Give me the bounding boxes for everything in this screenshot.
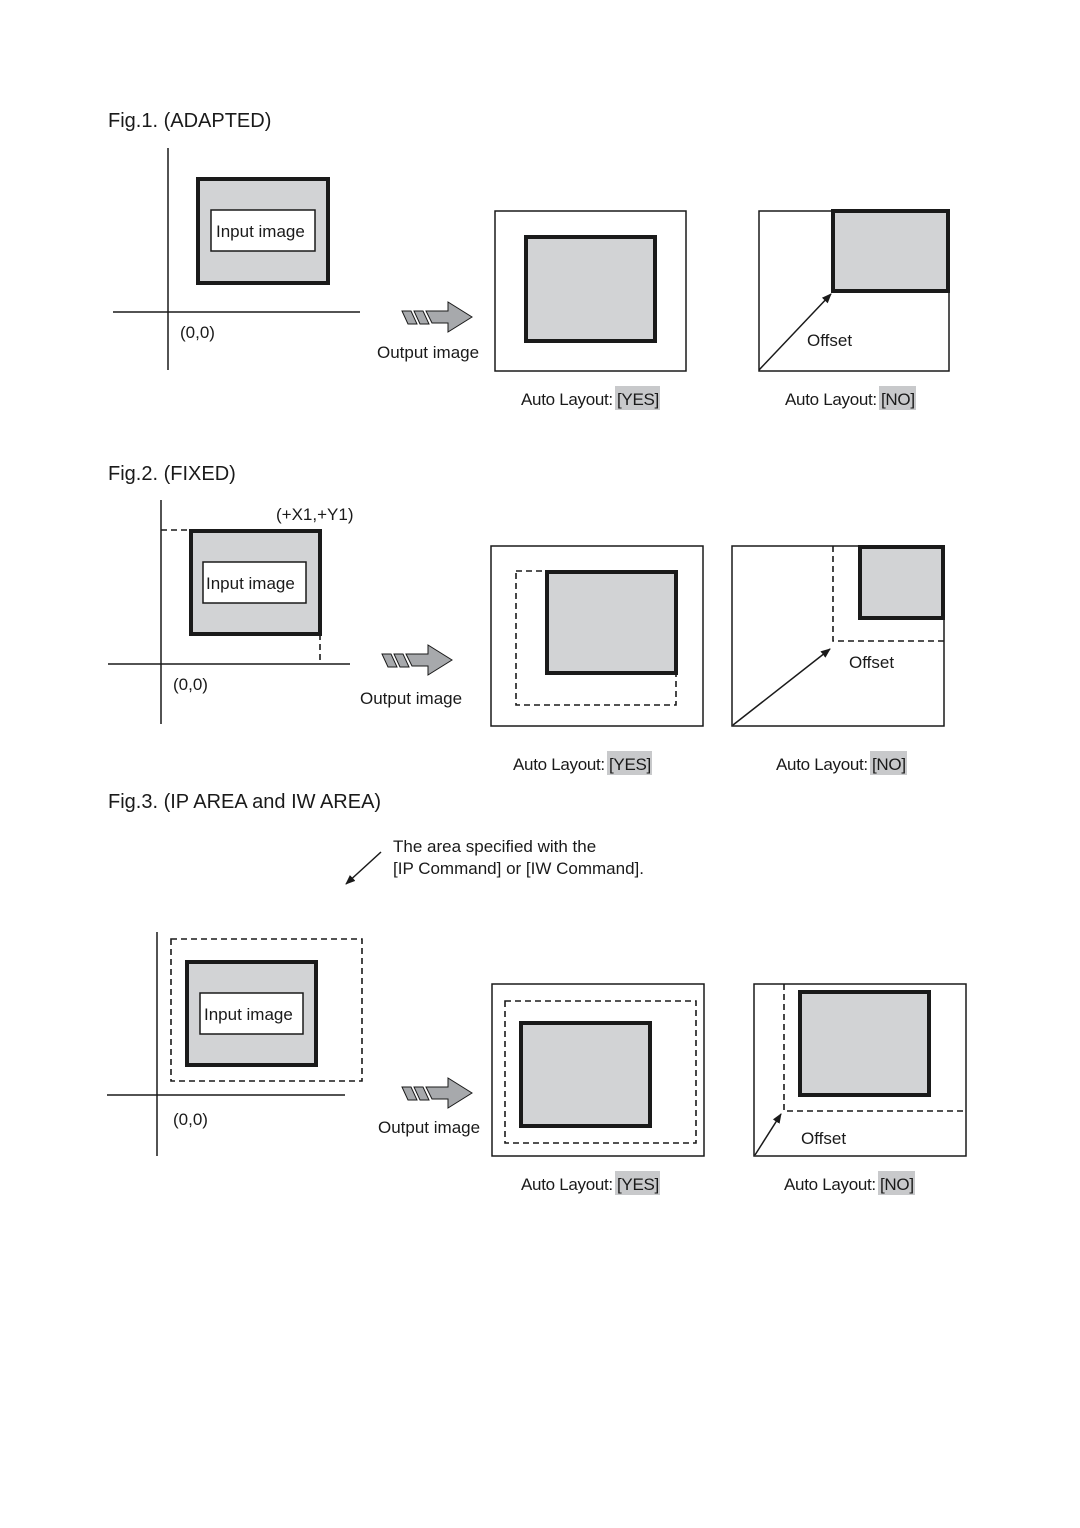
no-highlight: [870, 751, 907, 775]
caption-no: Auto Layout: [NO]: [785, 390, 915, 409]
coord-label: (+X1,+Y1): [276, 505, 354, 524]
origin-label: (0,0): [173, 675, 208, 694]
output-image-yes: [524, 235, 657, 343]
dashed-offset-guide: [783, 984, 966, 1112]
figure-title: Fig.1. (ADAPTED): [108, 110, 271, 132]
output-image-label: Output image: [378, 1118, 480, 1137]
output-image-no: [798, 990, 931, 1097]
figure-title: Fig.2. (FIXED): [108, 463, 236, 485]
figure-2: Fig.2. (FIXED) (0,0) (+X1,+Y1) Input ima…: [108, 463, 945, 775]
offset-arrow-icon: [758, 293, 832, 371]
output-image-yes: [519, 1021, 652, 1128]
input-image-label: Input image: [206, 574, 295, 593]
no-highlight: [879, 386, 916, 410]
figure-title: Fig.3. (IP AREA and IW AREA): [108, 791, 381, 813]
output-image-no: [858, 545, 945, 620]
yes-highlight: [615, 1171, 660, 1195]
caption-yes: Auto Layout: [YES]: [521, 390, 659, 409]
origin-label: (0,0): [180, 323, 215, 342]
output-image-yes: [545, 570, 678, 675]
caption-yes: Auto Layout: [YES]: [521, 1175, 659, 1194]
output-arrow-icon: [381, 644, 453, 676]
offset-label: Offset: [801, 1129, 846, 1148]
input-image-label-box: [199, 992, 304, 1035]
input-image-label: Input image: [204, 1005, 293, 1024]
input-image-label-box: [210, 209, 316, 252]
dashed-offset-guide: [832, 546, 944, 642]
yes-highlight: [615, 386, 660, 410]
output-arrow-icon: [401, 1077, 473, 1109]
offset-arrow-icon: [754, 1113, 782, 1156]
figure-1: Fig.1. (ADAPTED) (0,0) Input image Outpu…: [108, 110, 950, 410]
note-arrow-icon: [345, 851, 382, 885]
input-image-label: Input image: [216, 222, 305, 241]
output-arrow-icon: [401, 301, 473, 333]
figure-3: Fig.3. (IP AREA and IW AREA) The area sp…: [107, 791, 967, 1195]
offset-label: Offset: [849, 653, 894, 672]
offset-label: Offset: [807, 331, 852, 350]
ip-iw-area: [170, 938, 363, 1082]
offset-arrow-icon: [732, 648, 831, 726]
yes-highlight: [607, 751, 652, 775]
no-highlight: [878, 1171, 915, 1195]
input-image-label-box: [202, 561, 307, 604]
dashed-area-yes: [504, 1000, 697, 1144]
caption-yes: Auto Layout: [YES]: [513, 755, 651, 774]
note-line-2: [IP Command] or [IW Command].: [393, 859, 644, 878]
origin-label: (0,0): [173, 1110, 208, 1129]
note-line-1: The area specified with the: [393, 837, 596, 856]
caption-no: Auto Layout: [NO]: [784, 1175, 914, 1194]
output-image-label: Output image: [360, 689, 462, 708]
output-image-label: Output image: [377, 343, 479, 362]
output-image-no: [831, 209, 950, 293]
caption-no: Auto Layout: [NO]: [776, 755, 906, 774]
